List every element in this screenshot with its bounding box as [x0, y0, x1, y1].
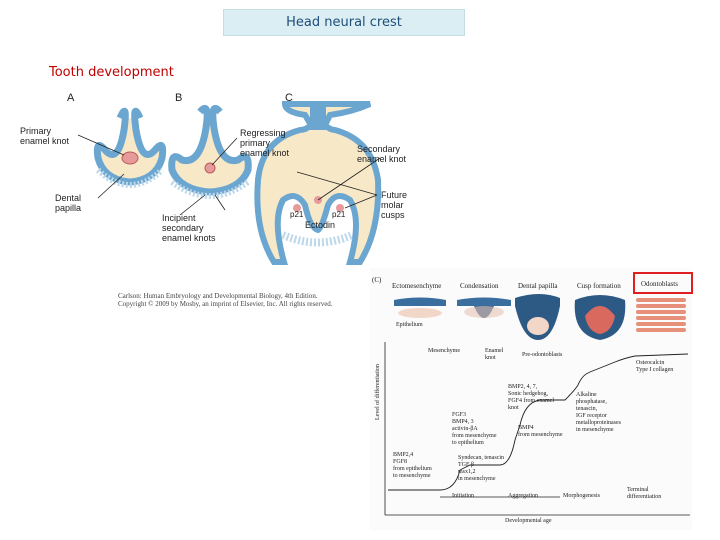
- figure-caption: Carlson: Human Embryology and Developmen…: [118, 292, 333, 308]
- label-incipient-knots: Incipient secondary enamel knots: [162, 213, 216, 243]
- panel-a-drawing: [93, 107, 167, 188]
- note-bmp2-shh: BMP2, 4, 7, Sonic hedgehog, FGF4 from en…: [508, 384, 554, 411]
- panel-letter-c: C: [285, 92, 293, 104]
- stage-odontoblasts: Odontoblasts: [641, 280, 678, 288]
- note-bmp4: BMP4 from mesenchyme: [518, 425, 563, 438]
- section-title: Tooth development: [49, 65, 174, 80]
- note-syndecan: Syndecan, tenascin TGF β msx1,2 in mesen…: [458, 455, 504, 482]
- label-dental-papilla: Dental papilla: [55, 193, 82, 213]
- stage-dental-papilla: Dental papilla: [518, 282, 558, 290]
- label-p21-right: p21: [332, 210, 346, 219]
- x-stage-morphogenesis: Morphogenesis: [563, 493, 600, 499]
- label-secondary-knot: Secondary enamel knot: [357, 144, 407, 164]
- x-axis-label: Developmental age: [505, 518, 552, 524]
- label-preodontoblasts: Pre-odontoblasts: [522, 352, 563, 358]
- x-stage-terminal: Terminal differentiation: [627, 487, 662, 500]
- stage-cusp-formation: Cusp formation: [577, 282, 621, 290]
- figure-c-label: (C): [372, 276, 382, 284]
- stage-ectomesenchyme: Ectomesenchyme: [392, 282, 442, 290]
- label-p21-left: p21: [290, 210, 304, 219]
- x-stage-initiation: Initiation: [452, 493, 474, 499]
- label-mesenchyme: Mesenchyme: [428, 348, 460, 354]
- y-axis-label: Level of differentiation: [375, 364, 381, 420]
- x-stage-aggregation: Aggregation: [508, 493, 538, 499]
- label-enamel-knot: Enamel knot: [485, 348, 504, 361]
- note-alkaline: Alkaline phosphatase, tenascin, IGF rece…: [576, 392, 621, 433]
- label-future-cusps: Future molar cusps: [381, 190, 408, 220]
- label-epithelium: Epithelium: [396, 322, 423, 328]
- stage-condensation: Condensation: [460, 282, 499, 290]
- label-primary-enamel-knot: Primary enamel knot: [20, 126, 70, 146]
- note-bmp24-fgf8: BMP2,4 FGF8 from epithelium to mesenchym…: [393, 452, 432, 479]
- slide-title: Head neural crest: [223, 9, 465, 36]
- panel-c-drawing: [254, 101, 382, 265]
- panel-letter-a: A: [67, 92, 75, 104]
- panel-b-drawing: [168, 105, 252, 216]
- odontoblasts-highlight-box: [633, 272, 693, 294]
- panel-letter-b: B: [175, 92, 183, 104]
- figure-c-graphics: [370, 268, 692, 530]
- label-regressing-knot: Regressing primary enamel knot: [240, 128, 290, 158]
- note-fgf3: FGF3 BMP4, 3 activin-βA from mesenchyme …: [452, 412, 497, 446]
- label-ectodin: Ectodin: [305, 220, 336, 230]
- note-osteocalcin: Osteocalcin Type I collagen: [636, 360, 674, 373]
